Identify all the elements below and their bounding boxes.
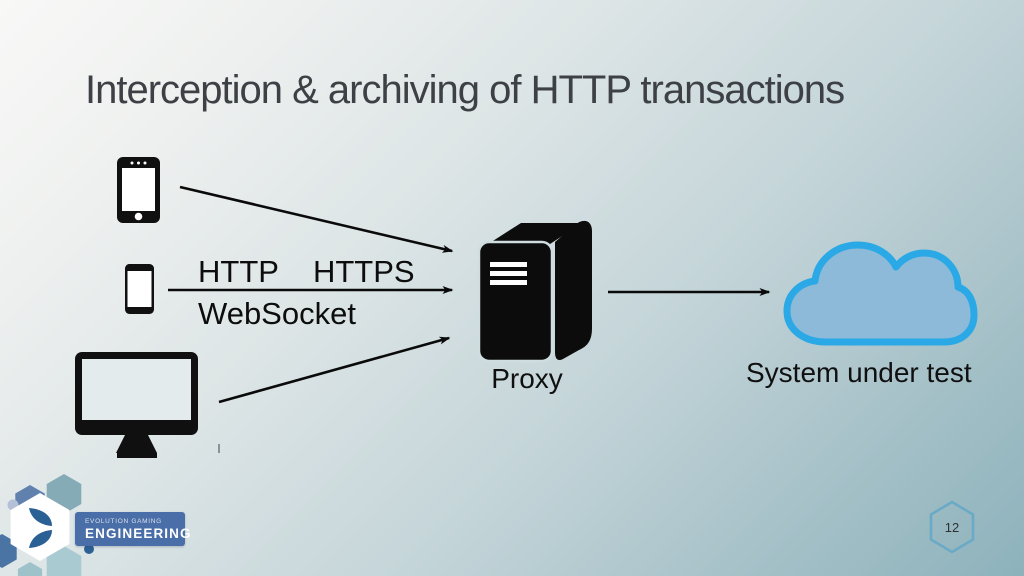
stray-mark	[218, 444, 220, 453]
proxy-label: Proxy	[491, 363, 563, 394]
logo-hexagons	[0, 474, 94, 576]
tablet-device-icon	[117, 157, 160, 223]
logo-petal-mark	[29, 508, 52, 548]
dot-dark	[84, 544, 94, 554]
page-number-hexagon: 12	[928, 500, 976, 554]
hexagon-small-bottom	[17, 562, 43, 576]
cloud-icon	[783, 241, 978, 346]
hexagon-white	[10, 493, 70, 561]
arrow-tablet-to-proxy	[179, 185, 454, 253]
phone-screen	[127, 271, 152, 307]
arrow-desktop-to-proxy	[218, 336, 451, 404]
http-label: HTTP	[198, 254, 279, 289]
tablet-screen	[122, 168, 155, 211]
evolution-hexagon-logo: EVOLUTION GAMING ENGINEERING	[0, 468, 210, 576]
brand-banner: EVOLUTION GAMING ENGINEERING	[75, 512, 192, 546]
brand-name-bottom: ENGINEERING	[85, 526, 192, 541]
page-number: 12	[944, 519, 960, 535]
slide-title: Interception & archiving of HTTP transac…	[85, 68, 845, 112]
cloud-shape	[783, 241, 978, 346]
monitor-stand	[116, 435, 157, 453]
https-label: HTTPS	[312, 254, 415, 289]
tablet-home-button	[134, 212, 143, 221]
server-front-face	[477, 240, 554, 363]
server-top-face	[485, 223, 582, 246]
smartphone-device-icon	[125, 264, 154, 314]
brand-name-top: EVOLUTION GAMING	[85, 518, 162, 525]
hexagon-teal-bottom	[46, 546, 82, 576]
monitor-screen	[82, 359, 191, 420]
websocket-label: WebSocket	[198, 296, 356, 331]
system-under-test-label: System under test	[746, 357, 972, 388]
server-side-face	[555, 220, 592, 361]
page-hexagon-outline	[929, 500, 975, 554]
server-tower-icon	[477, 220, 592, 363]
protocol-labels: HTTP HTTPS	[198, 255, 415, 289]
monitor-base	[117, 453, 157, 458]
desktop-monitor-icon	[75, 352, 198, 458]
